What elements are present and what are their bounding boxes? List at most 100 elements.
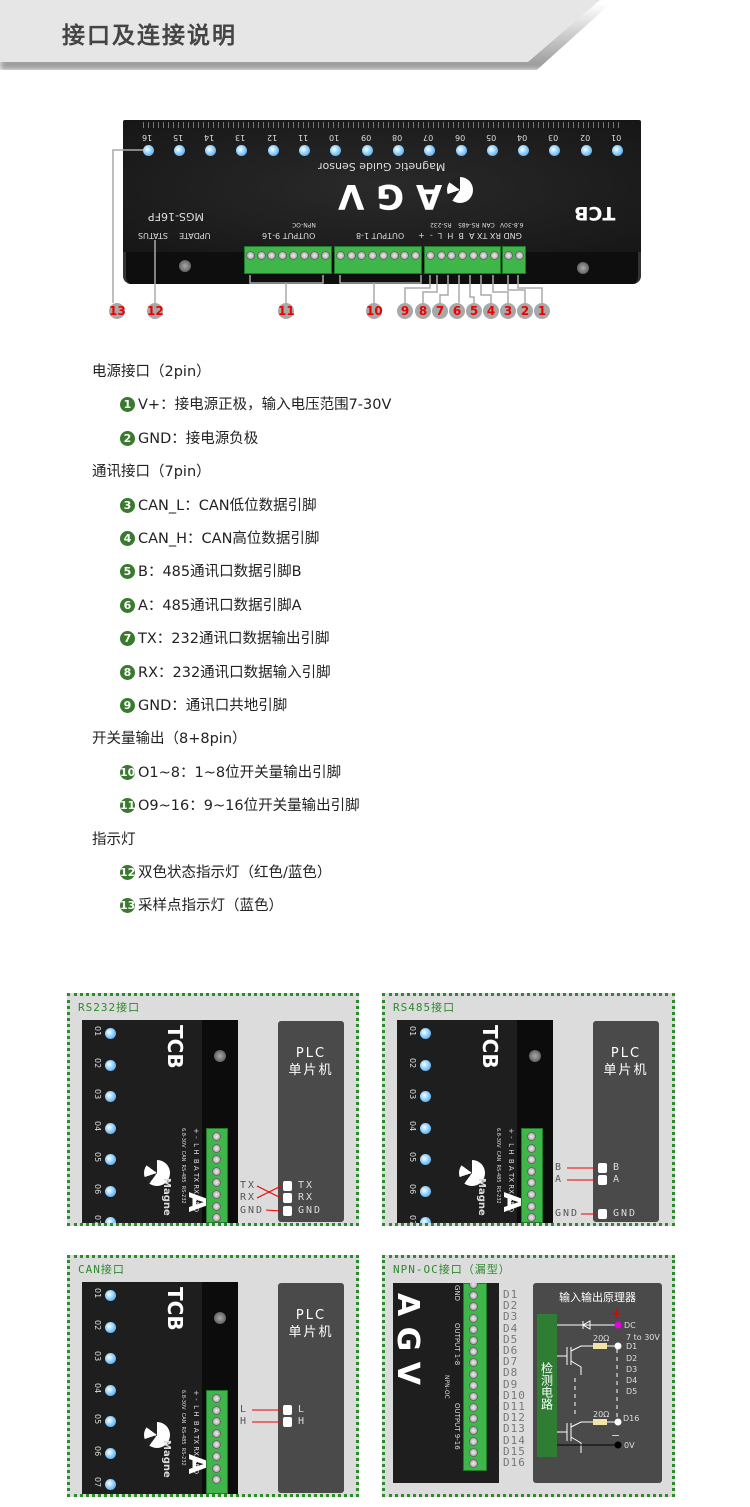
sampling-led [105, 1122, 116, 1134]
sampling-led [105, 1091, 116, 1102]
callout-2: 2 [517, 303, 533, 319]
terminal-screw [212, 1132, 221, 1141]
wire-label-device: RX [240, 1192, 257, 1203]
terminal-screw [469, 1392, 478, 1401]
terminal-screw [527, 1190, 536, 1199]
terminal-screw [212, 1166, 221, 1176]
spec-heading: 指示灯 [92, 831, 136, 848]
mount-hole [529, 1050, 541, 1062]
terminal-screw [527, 1178, 536, 1188]
led-label: 09 [360, 133, 371, 142]
page-title: 接口及连接说明 [62, 23, 237, 49]
plc-terminal [283, 1193, 292, 1203]
sampling-led [420, 1122, 431, 1134]
resistor-icon [593, 1343, 607, 1349]
terminal-block [206, 1390, 228, 1494]
output-pin-label: D12 [503, 1411, 526, 1425]
wire-label-plc: RX [298, 1192, 315, 1203]
terminal-screw [278, 251, 288, 260]
sampling-led [392, 145, 404, 156]
wire-label-device: GND [555, 1208, 580, 1219]
spec-number-badge: 4 [120, 531, 135, 546]
dc-label: DC [624, 1321, 636, 1330]
led-label: 02 [579, 133, 590, 142]
terminal-block [463, 1283, 487, 1471]
output-label: D3 [626, 1365, 638, 1374]
sampling-led [105, 1321, 116, 1333]
terminal-screw [368, 251, 378, 260]
terminal-screw [457, 251, 467, 260]
terminal-screw [245, 251, 255, 260]
sampling-led [518, 145, 530, 156]
terminal-screw [212, 1394, 221, 1403]
terminal-screw [515, 251, 524, 260]
sampling-led [105, 1059, 116, 1071]
sampling-led [330, 145, 342, 156]
led-label: 13 [235, 133, 246, 142]
output-pin-label: D7 [503, 1355, 519, 1369]
spec-number-badge: 6 [120, 597, 135, 613]
callout-6: 6 [449, 303, 465, 319]
spec-text: TX：232通讯口数据输出引脚 [138, 631, 330, 648]
resistor-icon [593, 1419, 607, 1425]
terminal-screw [411, 251, 421, 260]
panel-title: RS232接口 [78, 1001, 141, 1014]
sampling-led [420, 1059, 431, 1071]
terminal-screw [436, 251, 446, 260]
terminal-screw [335, 251, 345, 260]
terminal-screw [389, 251, 399, 260]
spec-number-badge: 13 [120, 898, 136, 914]
callout-8: 8 [415, 303, 431, 319]
callout-bracket [339, 275, 422, 303]
sampling-led [173, 145, 185, 156]
terminal-screw [212, 1428, 221, 1438]
wire-label-plc: GND [613, 1208, 638, 1219]
spec-heading: 开关量输出（8+8pin） [92, 731, 247, 748]
mcu-label: 单片机 [288, 1063, 334, 1078]
output-pin-label: D9 [503, 1377, 519, 1391]
terminal-screw [321, 251, 331, 260]
terminal-screw [469, 1347, 478, 1357]
device-board [123, 120, 641, 254]
spec-number-badge: 2 [120, 430, 135, 446]
callout-bracket [517, 275, 543, 303]
status-led-status [179, 260, 191, 272]
spec-number-badge: 11 [120, 798, 136, 814]
terminal-screw [212, 1213, 221, 1223]
callout-5: 5 [466, 303, 482, 319]
terminal-block [206, 1128, 228, 1223]
sampling-led [105, 1416, 116, 1427]
terminal-screw [469, 1380, 478, 1390]
callout-bracket [249, 275, 324, 303]
terminal-screw [212, 1463, 221, 1473]
callout-4: 4 [483, 303, 499, 319]
terminal-screw [212, 1201, 221, 1211]
terminal-screw [469, 1459, 478, 1469]
circuit-lines [557, 1320, 618, 1453]
led-label: 11 [298, 133, 309, 142]
resistor-1-label: 20Ω [593, 1334, 610, 1343]
ruler [143, 122, 623, 128]
plc-terminal [283, 1206, 292, 1216]
terminal-screw [469, 1448, 478, 1457]
wire-label-device: B [555, 1162, 564, 1173]
detect-circuit: 检测电路 [537, 1314, 557, 1457]
callout-7: 7 [432, 303, 448, 319]
spec-text: CAN_H：CAN高位数据引脚 [138, 531, 320, 547]
sampling-led [580, 145, 592, 156]
output-label: D4 [626, 1376, 638, 1385]
spec-number-badge: 8 [120, 664, 135, 680]
terminal-screw [288, 251, 298, 260]
output-pin-label: D16 [503, 1456, 526, 1469]
led-label: 05 [485, 133, 496, 142]
wire-label-plc: GND [298, 1205, 323, 1216]
